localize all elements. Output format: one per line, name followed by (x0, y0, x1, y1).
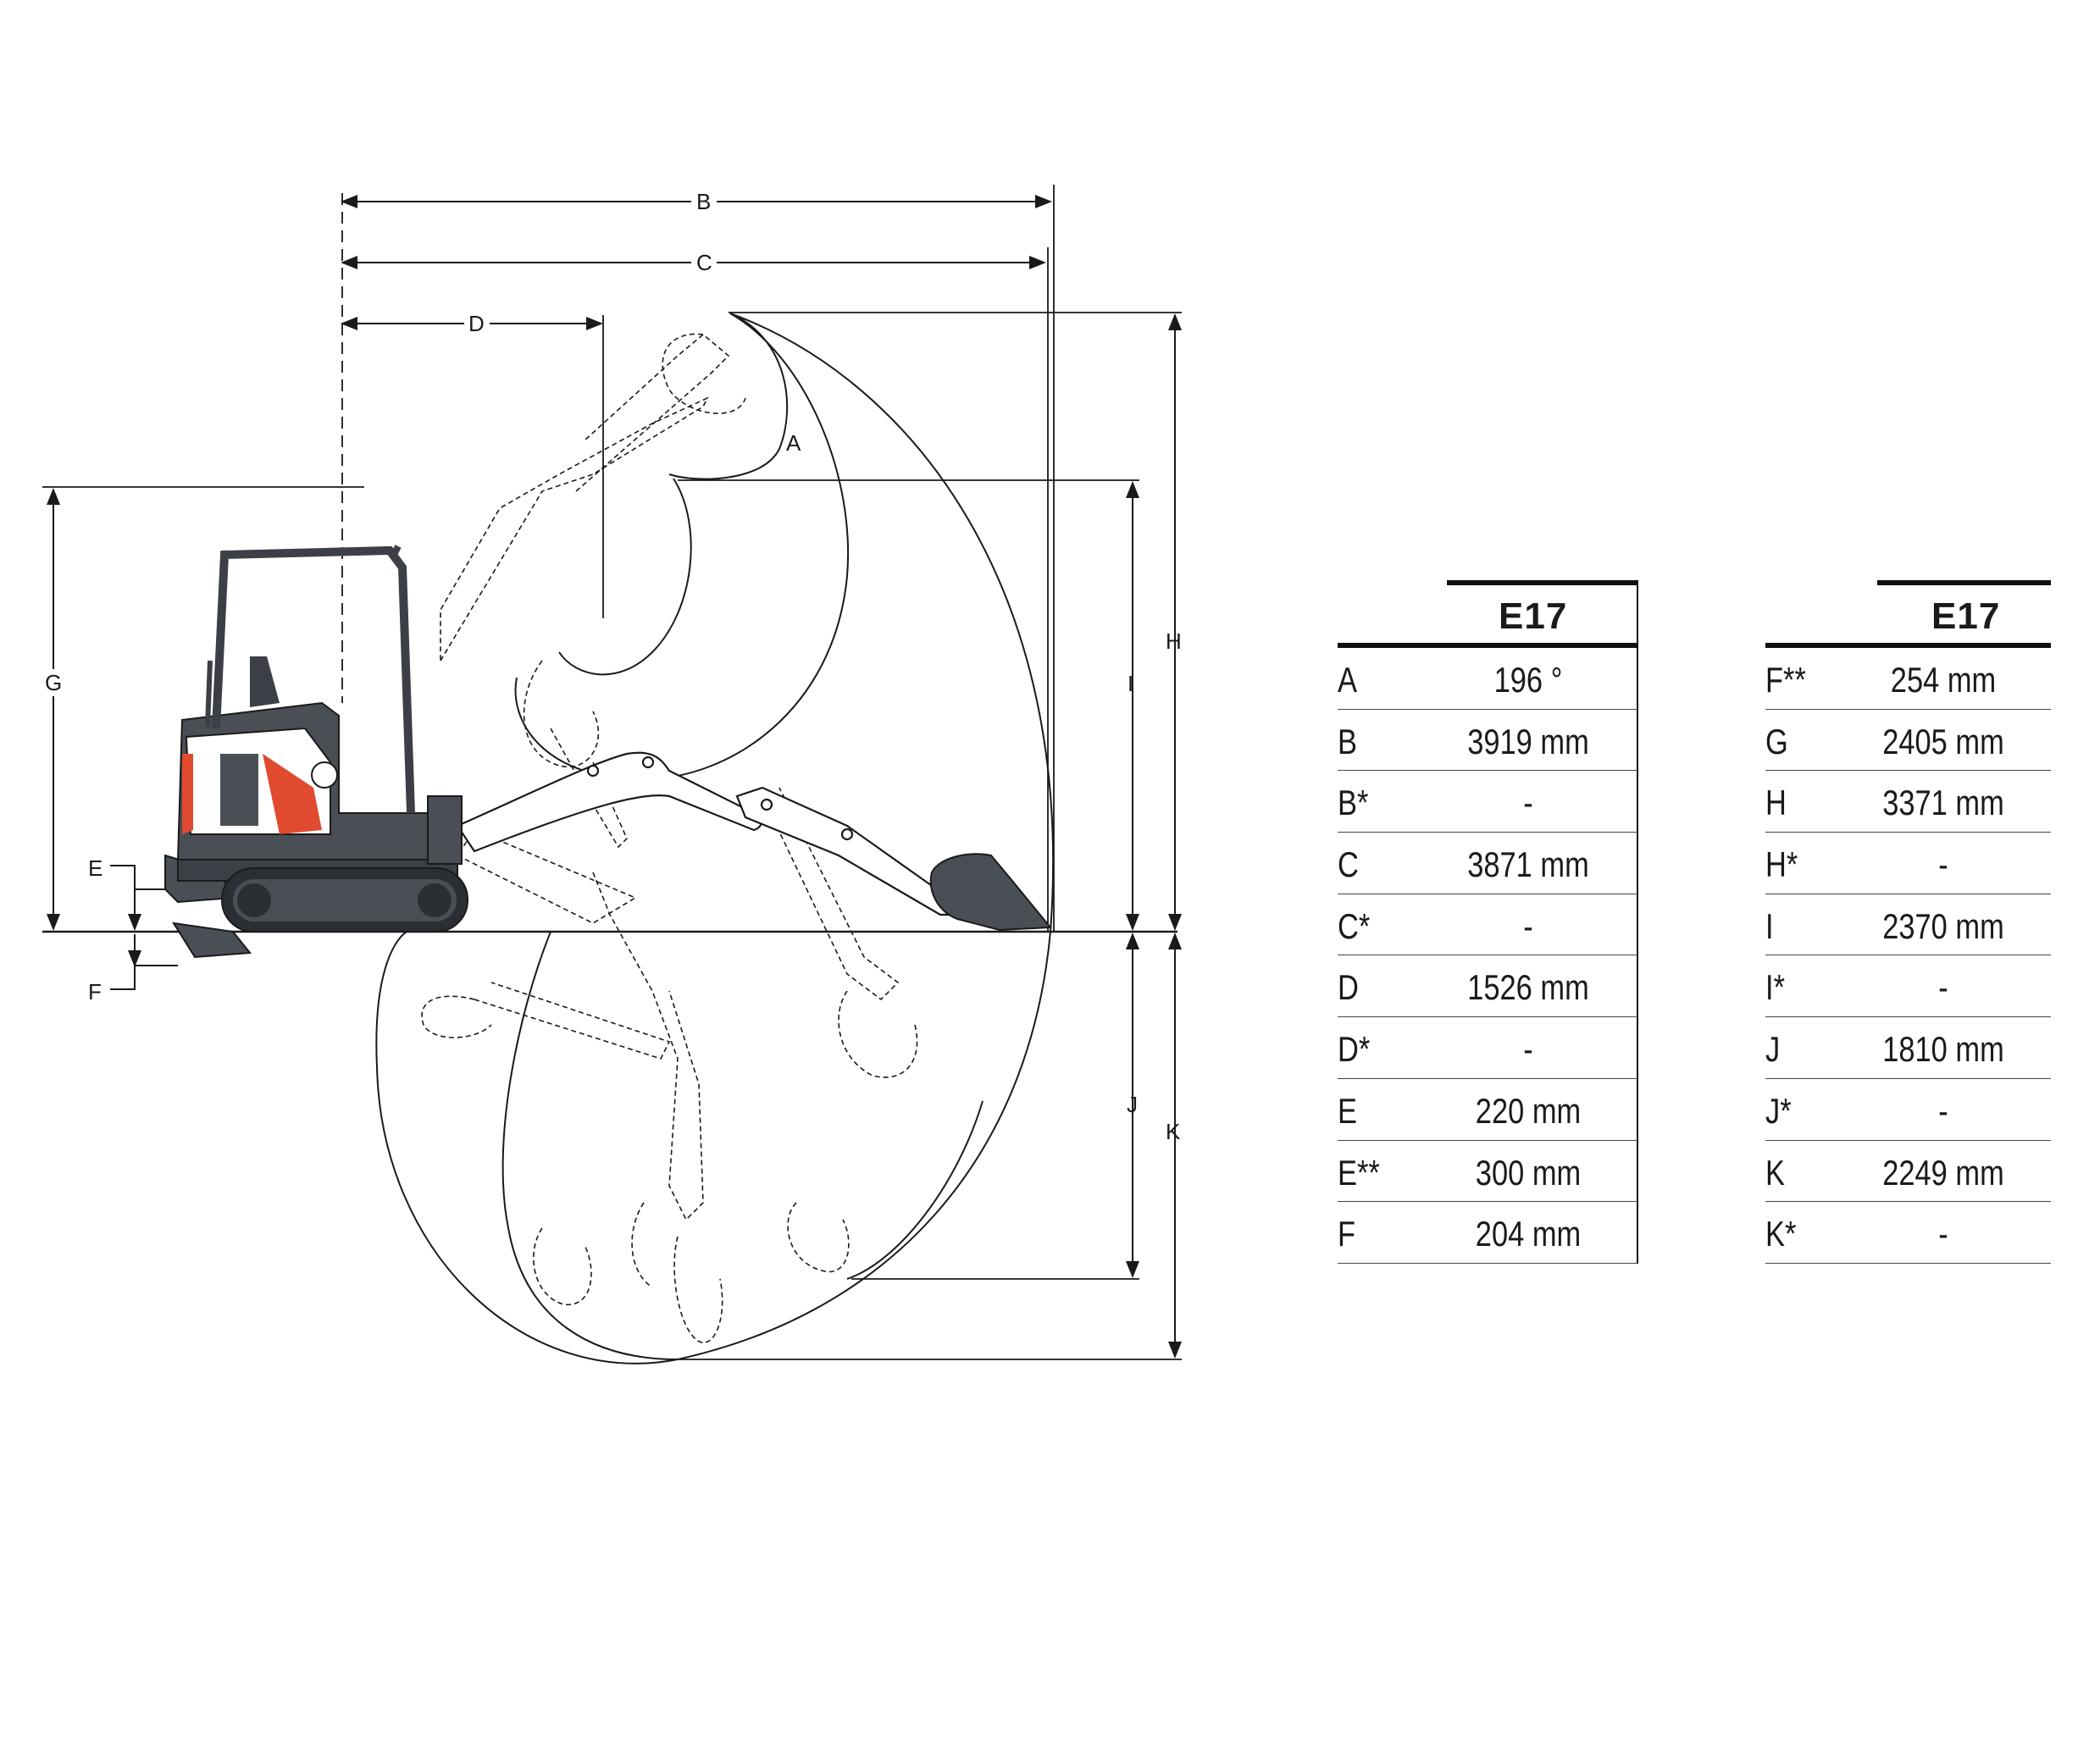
dimension-key: I (1765, 905, 1774, 946)
dimension-value: - (1938, 967, 1948, 1008)
boom-arm-extended (456, 751, 959, 916)
dimension-key: B* (1338, 783, 1369, 823)
working-envelope (375, 313, 1055, 1364)
dimension-value: - (1523, 905, 1533, 946)
dim-label-c: C (696, 250, 712, 275)
dimension-value: - (1938, 1090, 1948, 1131)
dimension-key: A (1338, 660, 1357, 700)
dimension-key: J* (1765, 1090, 1792, 1131)
dimension-key: J (1765, 1029, 1781, 1070)
dimension-key: C (1338, 844, 1359, 885)
dimension-value: 1810 mm (1882, 1029, 2004, 1070)
table-row: B* - (1338, 771, 1638, 833)
table-row: I* - (1765, 955, 2051, 1018)
dimension-value: 3871 mm (1467, 844, 1589, 885)
table-row: C 3871 mm (1338, 833, 1638, 894)
dimension-value: 2405 mm (1882, 721, 2004, 761)
dimension-key: K* (1765, 1214, 1797, 1254)
dimension-key: E (1338, 1090, 1357, 1131)
excavator-body (164, 545, 468, 959)
table-row: H 3371 mm (1765, 771, 2051, 833)
dimension-value: 2370 mm (1882, 905, 2004, 946)
table-row: C* - (1338, 894, 1638, 956)
dim-label-b: B (696, 189, 711, 214)
dimension-value: 220 mm (1475, 1090, 1582, 1131)
bucket (929, 853, 1053, 932)
dimension-value: 254 mm (1890, 660, 1997, 700)
dim-label-i: I (1128, 671, 1133, 696)
dimension-key: H (1765, 783, 1787, 823)
table-row: A 196 ° (1338, 648, 1638, 710)
table-row: B 3919 mm (1338, 709, 1638, 772)
model-name: E17 (1931, 595, 2001, 637)
spec-table-left: E17 A 196 ° B 3919 mm B* - C 3871 mm C* - D 15… (1338, 580, 1638, 1264)
dimension-key: B (1338, 721, 1357, 761)
table-row: J* - (1765, 1079, 2051, 1141)
dimension-key: C* (1338, 905, 1371, 946)
dimension-value: 204 mm (1475, 1214, 1582, 1254)
dimension-value: 1526 mm (1467, 967, 1589, 1008)
table-row: D 1526 mm (1338, 955, 1638, 1018)
table-row: E** 300 mm (1338, 1140, 1638, 1203)
dim-label-f: F (88, 979, 102, 1005)
dimension-value: 196 ° (1493, 660, 1563, 700)
dimension-value: - (1523, 1029, 1533, 1070)
spec-table-right: E17 F** 254 mm G 2405 mm H 3371 mm H* - I 237… (1765, 580, 2051, 1264)
dimension-key: K (1765, 1152, 1785, 1193)
dimension-value: - (1938, 1214, 1948, 1254)
dimension-value: 3919 mm (1467, 721, 1589, 761)
dim-label-e: E (88, 855, 103, 881)
table-row: G 2405 mm (1765, 710, 2051, 772)
table-row: H* - (1765, 833, 2051, 894)
dimension-value: - (1938, 844, 1948, 885)
table-row: K 2249 mm (1765, 1141, 2051, 1203)
dimension-key: I* (1765, 967, 1785, 1008)
table-header: E17 (1338, 580, 1638, 648)
table-row: F** 254 mm (1765, 648, 2051, 710)
table-row: E 220 mm (1338, 1078, 1638, 1141)
dim-label-g: G (45, 670, 62, 695)
table-header: E17 (1765, 580, 2051, 648)
dimension-key: D (1338, 967, 1359, 1008)
dim-label-j: J (1127, 1092, 1138, 1117)
dim-label-d: D (468, 311, 485, 336)
excavator-working-range-diagram: B C D A G H I J K E F (41, 185, 1182, 1364)
table-row: I 2370 mm (1765, 894, 2051, 956)
dim-label-h: H (1166, 628, 1182, 654)
dim-label-a: A (786, 430, 801, 456)
table-row: F 204 mm (1338, 1202, 1638, 1264)
dimension-value: 300 mm (1475, 1152, 1582, 1193)
dimension-key: F (1338, 1214, 1356, 1254)
model-name: E17 (1499, 595, 1568, 637)
dimension-value: 2249 mm (1882, 1152, 2004, 1193)
dimension-key: F** (1765, 660, 1806, 700)
dimension-key: E** (1338, 1152, 1380, 1193)
dimension-letters: B C D A G H I J K E F (41, 188, 1182, 1144)
dimension-arrows (47, 195, 1182, 1359)
dimension-key: H* (1765, 844, 1798, 885)
dimension-key: D* (1338, 1029, 1371, 1070)
dim-label-k: K (1166, 1119, 1181, 1144)
table-row: D* - (1338, 1017, 1638, 1079)
table-row: K* - (1765, 1202, 2051, 1264)
table-row: J 1810 mm (1765, 1017, 2051, 1079)
dimension-key: G (1765, 721, 1788, 761)
dimension-value: - (1523, 783, 1533, 823)
dimension-value: 3371 mm (1882, 783, 2004, 823)
